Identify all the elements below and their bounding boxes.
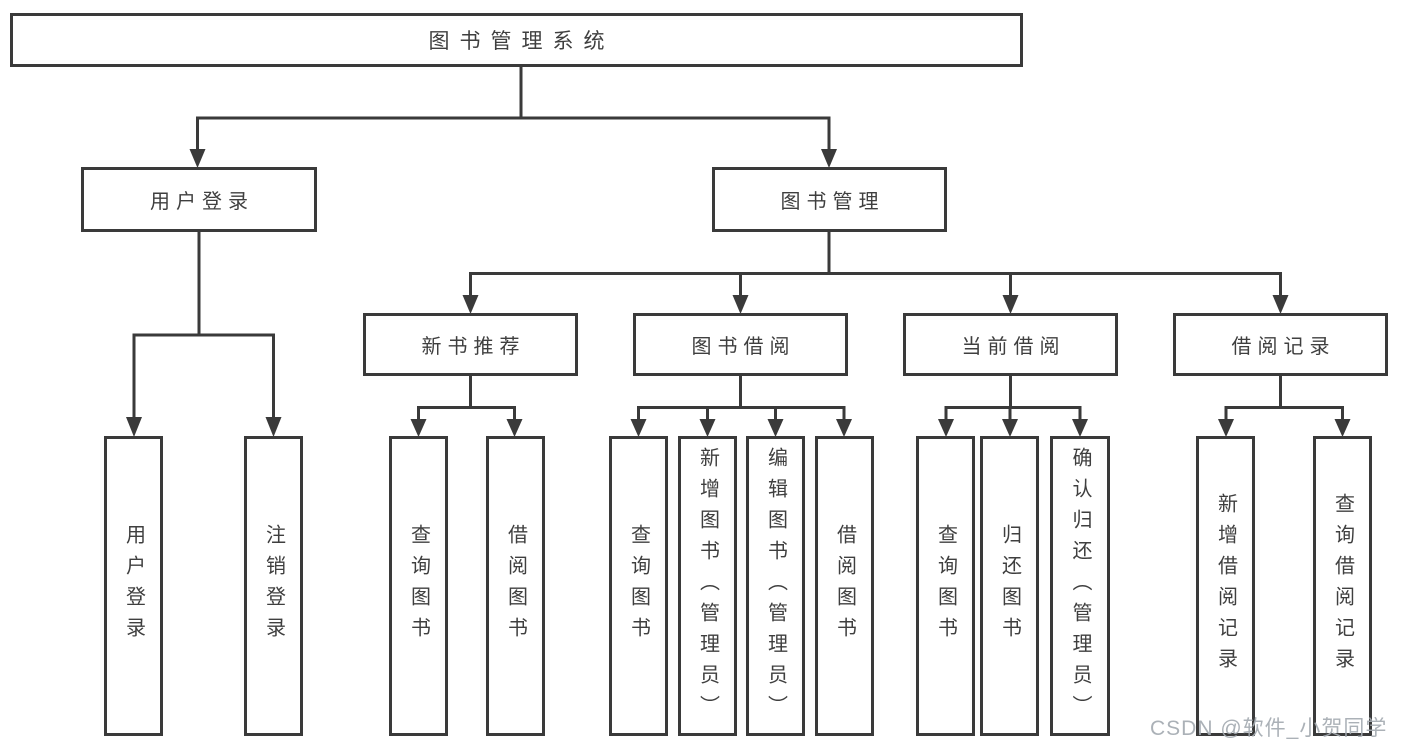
node-library-management-system: 图书管理系统 bbox=[10, 13, 1023, 67]
arrow-new-book-rec bbox=[462, 295, 479, 314]
node-current-borrowing: 当前借阅 bbox=[903, 313, 1118, 376]
leaf-return-books: 归还图书 bbox=[980, 436, 1039, 736]
arrow-bb-edit bbox=[767, 419, 784, 437]
leaf-user-login: 用户登录 bbox=[104, 436, 163, 736]
arrow-nbr-query bbox=[410, 419, 427, 437]
leaf-confirm-return-admin: 确认归还（管理员） bbox=[1050, 436, 1110, 736]
leaf-logout: 注销登录 bbox=[244, 436, 303, 736]
leaf-borrow-books-recommend: 借阅图书 bbox=[486, 436, 545, 736]
arrow-book-mgmt bbox=[821, 149, 837, 168]
connector-nbr-branch bbox=[417, 406, 516, 420]
node-user-login: 用户登录 bbox=[81, 167, 317, 232]
connector-root-branch bbox=[196, 116, 831, 151]
arrow-bb-add bbox=[699, 419, 716, 437]
connector-bb-mid bbox=[706, 407, 777, 420]
leaf-borrow-books-borrowing: 借阅图书 bbox=[815, 436, 874, 736]
arrow-cb-query bbox=[938, 419, 954, 437]
arrow-book-borrow bbox=[732, 295, 749, 314]
arrow-leaf-user-login bbox=[126, 417, 142, 437]
arrow-current-borrow bbox=[1002, 295, 1019, 314]
connector-bookmgmt-mid bbox=[739, 273, 1012, 297]
node-book-borrowing: 图书借阅 bbox=[633, 313, 848, 376]
arrow-br-add bbox=[1218, 419, 1234, 437]
arrow-cb-return bbox=[1002, 419, 1018, 437]
arrow-leaf-logout bbox=[265, 417, 282, 437]
arrow-bb-borrow bbox=[836, 419, 852, 437]
arrow-nbr-borrow bbox=[506, 419, 523, 437]
node-book-management: 图书管理 bbox=[712, 167, 947, 232]
leaf-query-books-borrowing: 查询图书 bbox=[609, 436, 668, 736]
connector-userlogin-branch bbox=[132, 333, 275, 418]
arrow-cb-confirm bbox=[1072, 419, 1088, 437]
leaf-add-books-admin: 新增图书（管理员） bbox=[678, 436, 737, 736]
connector-cb-branch bbox=[944, 406, 1082, 420]
arrow-br-query bbox=[1334, 419, 1351, 437]
arrow-user-login bbox=[189, 149, 206, 168]
node-borrowing-records: 借阅记录 bbox=[1173, 313, 1388, 376]
connector-bookmgmt-branch bbox=[469, 272, 1282, 297]
node-new-book-recommend: 新书推荐 bbox=[363, 313, 578, 376]
arrow-bb-query bbox=[630, 419, 647, 437]
leaf-query-books-current: 查询图书 bbox=[916, 436, 975, 736]
connector-br-branch bbox=[1224, 406, 1344, 420]
connector-bb-branch bbox=[637, 406, 846, 420]
leaf-query-books-recommend: 查询图书 bbox=[389, 436, 448, 736]
csdn-watermark: CSDN @软件_小贺同学 bbox=[1150, 717, 1388, 740]
arrow-borrow-record bbox=[1272, 295, 1289, 314]
leaf-add-borrow-record: 新增借阅记录 bbox=[1196, 436, 1255, 736]
arrowheads bbox=[126, 149, 1351, 437]
leaf-edit-books-admin: 编辑图书（管理员） bbox=[746, 436, 805, 736]
leaf-query-borrow-record: 查询借阅记录 bbox=[1313, 436, 1372, 736]
